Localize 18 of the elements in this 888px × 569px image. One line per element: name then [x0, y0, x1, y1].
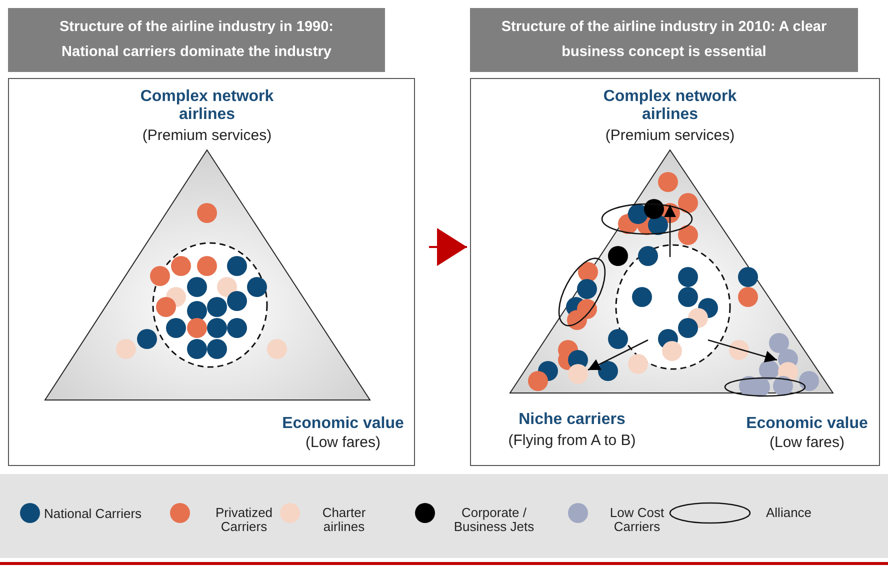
legend-label: Low Cost Carriers [608, 506, 666, 534]
legend-label: Alliance [766, 506, 813, 520]
heading-label: Economic value [281, 415, 405, 433]
subtitle-label: (Low fares) [768, 434, 846, 451]
subtitle-label: (Premium services) [604, 127, 736, 144]
subtitle-label: (Premium services) [141, 127, 273, 144]
heading-label: Complex network airlines [139, 88, 275, 124]
panel-heading: Structure of the airline industry in 2010: A clear business concept is essential [470, 8, 858, 72]
subtitle-label: (Flying from A to B) [507, 432, 637, 449]
heading-label: Niche carriers [518, 411, 626, 429]
legend-label: National Carriers [44, 507, 143, 521]
heading-label: Economic value [745, 415, 869, 433]
legend-label: Charter airlines [321, 506, 367, 534]
legend-label: Corporate / Business Jets [452, 506, 536, 534]
legend-label: Privatized Carriers [214, 506, 274, 534]
subtitle-label: (Low fares) [304, 434, 382, 451]
panel-heading: Structure of the airline industry in 1990: National carriers dominate the industry [8, 8, 385, 72]
heading-label: Complex network airlines [602, 88, 738, 124]
